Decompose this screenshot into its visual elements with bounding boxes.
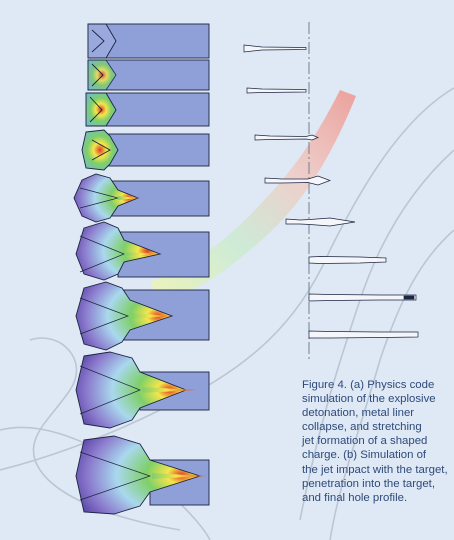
charge-stages	[73, 23, 210, 515]
penetration-stage-6	[308, 256, 387, 264]
charge-stage-2	[87, 59, 210, 91]
penetration-stage-7	[308, 293, 417, 302]
charge-stage-5	[73, 173, 210, 223]
penetration-stage-8	[308, 330, 419, 339]
jet-plume	[150, 90, 356, 300]
penetration-stage-2	[246, 87, 307, 94]
penetration-stage-1	[243, 44, 307, 53]
penetration-stage-5	[285, 217, 356, 227]
figure-caption: Figure 4. (a) Physics code simulation of…	[302, 379, 448, 504]
charge-stage-3	[85, 92, 210, 127]
penetration-profiles	[243, 44, 419, 339]
charge-stage-9	[75, 435, 210, 515]
penetration-stage-4	[264, 175, 331, 186]
charge-stage-6	[75, 221, 210, 281]
charge-stage-4	[81, 129, 210, 171]
charge-stage-1	[87, 23, 210, 59]
jet-tips	[118, 196, 206, 479]
penetration-stage-3	[254, 134, 319, 141]
